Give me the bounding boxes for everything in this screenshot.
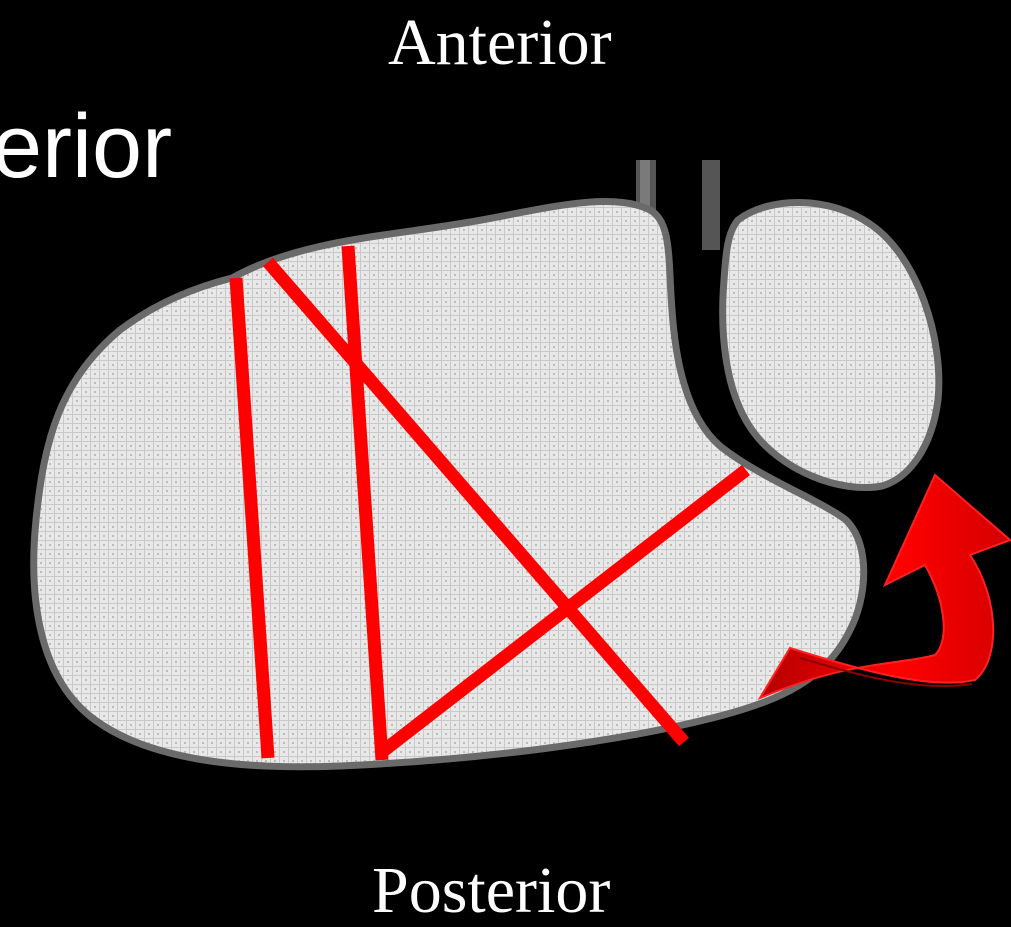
- small-bone-shape: [723, 202, 939, 487]
